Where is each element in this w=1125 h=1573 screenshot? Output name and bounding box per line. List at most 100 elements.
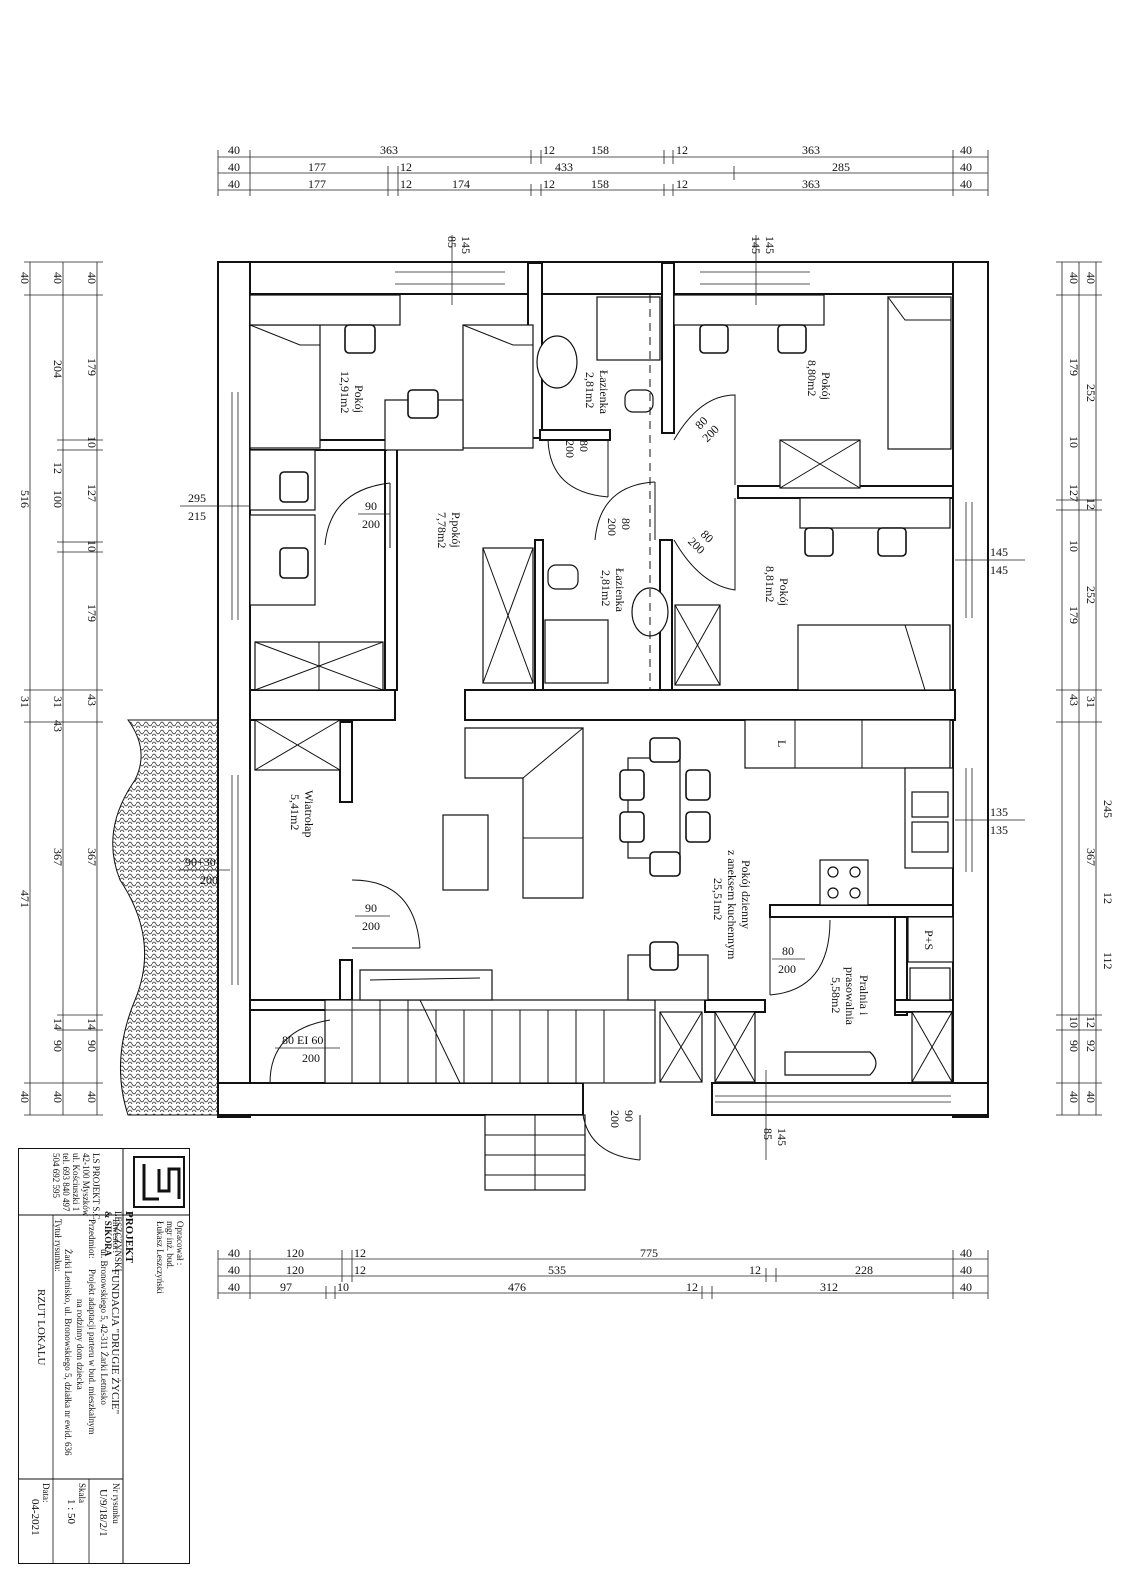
company-phone: tel. 693 840 497 xyxy=(61,1153,71,1212)
dim-bottom-2: 120 xyxy=(286,1263,304,1277)
dim-left-3: 471 xyxy=(18,890,32,908)
room-name: Wiatrołap xyxy=(302,790,316,838)
dim-left-2: 90 xyxy=(51,1040,65,1052)
dim-top-2: 433 xyxy=(555,160,573,174)
staircase xyxy=(324,969,656,1191)
dim-right-2: 112 xyxy=(1101,952,1115,970)
dim-top-2: 40 xyxy=(228,160,240,174)
scale: 1 : 50 xyxy=(65,1499,77,1525)
dim-bottom-3: 12 xyxy=(686,1280,698,1294)
window-markers: 145 85 145 145 295 215 145 145 135 135 1… xyxy=(180,235,1025,1160)
room-pokoj-2-furniture xyxy=(673,294,952,489)
room-name: Pokój xyxy=(352,385,366,413)
dim-right-2: 43 xyxy=(1067,694,1081,706)
living-room-furniture xyxy=(254,719,954,1001)
title-block-frame xyxy=(19,1149,189,1563)
label-l: L xyxy=(775,740,789,747)
dim-bottom-3: 40 xyxy=(960,1280,972,1294)
company-address: ul. Kościuszki 1 xyxy=(71,1153,81,1212)
bathroom-furniture xyxy=(482,295,721,690)
dim-top-3: 12 xyxy=(543,177,555,191)
dim-top-1: 12 xyxy=(676,143,688,157)
dim-bottom-2: 40 xyxy=(960,1263,972,1277)
dim-left-1: 14 xyxy=(85,1018,99,1030)
door-width: 90 xyxy=(365,499,377,513)
door-width: 90+30 xyxy=(185,855,216,869)
dim-bottom-1: 775 xyxy=(640,1246,658,1260)
room-name: Pokój xyxy=(819,372,833,400)
door-width: 90 xyxy=(365,901,377,915)
dim-right-2: 245 xyxy=(1101,800,1115,818)
door-width: 80 xyxy=(782,944,794,958)
company-phone: 504 692 595 xyxy=(51,1153,61,1198)
dim-left-2: 204 xyxy=(51,360,65,378)
room-area: 8,80m2 xyxy=(805,360,819,396)
dim-bottom-1: 120 xyxy=(286,1246,304,1260)
window-mark: 145 xyxy=(775,1128,789,1146)
room-area: 5,58m2 xyxy=(829,977,843,1013)
dim-bottom-3: 312 xyxy=(820,1280,838,1294)
dim-bottom-1: 40 xyxy=(960,1246,972,1260)
dim-top-1: 158 xyxy=(591,143,609,157)
dim-left-1: 10 xyxy=(85,436,99,448)
door-height: 200 xyxy=(778,962,796,976)
door-height: 200 xyxy=(200,873,218,887)
left-dimension-text: 40 179 10 127 10 179 43 31 367 14 90 40 … xyxy=(18,272,99,1103)
room-name: Pokój dzienny xyxy=(739,860,753,929)
dim-right-2: 10 xyxy=(1067,436,1081,448)
dim-right-2: 179 xyxy=(1067,358,1081,376)
dim-right-1: 367 xyxy=(1084,848,1098,866)
dim-bottom-2: 12 xyxy=(354,1263,366,1277)
dim-right-1: 40 xyxy=(1084,272,1098,284)
room-pokoj-1-furniture xyxy=(249,294,534,691)
dim-right-2: 127 xyxy=(1067,484,1081,502)
window-mark: 295 xyxy=(188,491,206,505)
investor-address: ul. Bronowskiego 5, 42-311 Żarki Letnisk… xyxy=(99,1249,109,1405)
dim-top-2: 285 xyxy=(832,160,850,174)
dim-bottom-2: 228 xyxy=(855,1263,873,1277)
dim-left-2: 40 xyxy=(51,1091,65,1103)
dim-bottom-2: 40 xyxy=(228,1263,240,1277)
window-mark: 145 xyxy=(990,545,1008,559)
room-name: P.pokój xyxy=(449,512,463,548)
dim-bottom-3: 40 xyxy=(228,1280,240,1294)
room-area: 7,78m2 xyxy=(435,512,449,548)
dim-right-2: 179 xyxy=(1067,606,1081,624)
dim-right-2: 40 xyxy=(1067,1091,1081,1103)
company-address: 42-100 Myszków xyxy=(81,1153,91,1217)
dim-top-3: 174 xyxy=(452,177,470,191)
dim-top-2: 177 xyxy=(308,160,326,174)
window-mark: 85 xyxy=(761,1128,775,1140)
window-mark: 145 xyxy=(459,236,473,254)
dim-top-1: 40 xyxy=(228,143,240,157)
dim-right-2: 10 xyxy=(1067,540,1081,552)
scale-label: Skala xyxy=(77,1483,87,1503)
dim-right-1: 31 xyxy=(1084,696,1098,708)
door-height: 200 xyxy=(362,919,380,933)
dim-top-1: 363 xyxy=(802,143,820,157)
dim-left-2: 367 xyxy=(51,848,65,866)
dim-left-1: 179 xyxy=(85,604,99,622)
room-area: 8,81m2 xyxy=(763,566,777,602)
dim-right-1: 12 xyxy=(1084,498,1098,510)
left-dimensions xyxy=(24,261,103,1116)
door-labels: 90 200 80 200 80 200 80 200 80 200 90+30… xyxy=(178,414,805,1128)
window-mark: 135 xyxy=(990,805,1008,819)
subject: na rodzinny dom dziecka xyxy=(75,1299,85,1390)
dim-right-1: 252 xyxy=(1084,384,1098,402)
dim-right-1: 92 xyxy=(1084,1040,1098,1052)
dim-top-3: 40 xyxy=(960,177,972,191)
dim-bottom-3: 476 xyxy=(508,1280,526,1294)
room-area: 12,91m2 xyxy=(338,371,352,413)
dim-right-2: 12 xyxy=(1101,892,1115,904)
room-pokoj-3-furniture xyxy=(797,497,951,691)
room-area: 5,41m2 xyxy=(288,794,302,830)
dim-left-1: 43 xyxy=(85,694,99,706)
dim-top-3: 12 xyxy=(676,177,688,191)
dim-left-3: 31 xyxy=(18,696,32,708)
room-area: 2,81m2 xyxy=(583,372,597,408)
dim-left-2: 100 xyxy=(51,490,65,508)
window-mark: 135 xyxy=(990,823,1008,837)
dim-left-1: 40 xyxy=(85,272,99,284)
